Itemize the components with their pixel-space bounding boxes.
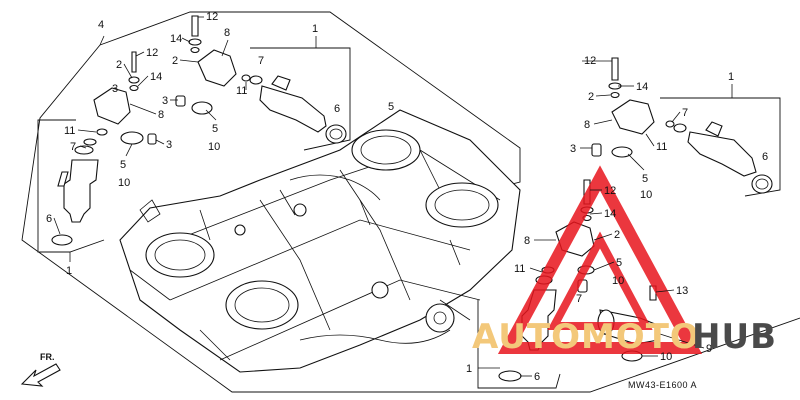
watermark-text-automoto: AUTOMOTO xyxy=(472,317,700,357)
label-11-bottom: 11 xyxy=(514,263,525,275)
label-14-top: 14 xyxy=(170,33,182,45)
diagram-code: MW43-E1600 A xyxy=(628,380,697,390)
label-13: 13 xyxy=(676,285,688,297)
label-2-left: 2 xyxy=(116,59,122,71)
label-7-top: 7 xyxy=(258,55,264,67)
leader-lines xyxy=(53,16,705,377)
label-7-bottom: 7 xyxy=(576,293,582,305)
label-3-left: 3 xyxy=(166,139,172,151)
injector-frame-top xyxy=(250,47,351,151)
label-8-right: 8 xyxy=(584,119,590,131)
label-6-right: 6 xyxy=(762,151,768,163)
front-arrow-icon xyxy=(20,363,61,387)
front-marker: FR. xyxy=(20,352,61,387)
label-6-left: 6 xyxy=(46,213,52,225)
label-2-right: 2 xyxy=(588,91,594,103)
injector-top xyxy=(175,15,347,144)
label-10-bottom: 10 xyxy=(612,275,624,287)
label-12-top: 12 xyxy=(206,11,218,23)
throttle-body-assembly xyxy=(119,109,521,373)
label-12-bottom: 12 xyxy=(604,185,616,197)
label-2-bottom: 2 xyxy=(614,229,620,241)
injector-left xyxy=(51,51,157,246)
front-marker-label: FR. xyxy=(40,352,55,362)
label-12-left: 12 xyxy=(146,47,158,59)
label-10-reg: 10 xyxy=(660,351,672,363)
label-3-top: 3 xyxy=(162,95,168,107)
label-10-left: 10 xyxy=(118,177,130,189)
label-14-bottom: 14 xyxy=(604,208,616,220)
label-1-bottom: 1 xyxy=(466,363,472,375)
injector-frame-left xyxy=(37,119,105,253)
label-1-right: 1 xyxy=(728,71,734,83)
label-5-bottom: 5 xyxy=(616,257,622,269)
injector-right xyxy=(591,57,773,194)
injector-frame-bottom xyxy=(477,300,561,389)
assembly-frame xyxy=(21,44,800,393)
callout-labels: 4 12 14 2 8 1 7 11 6 3 5 10 12 2 14 3 8 … xyxy=(46,11,768,383)
label-7-right: 7 xyxy=(682,107,688,119)
label-8-top: 8 xyxy=(224,27,230,39)
label-3-right: 3 xyxy=(570,143,576,155)
label-5-right: 5 xyxy=(642,173,648,185)
label-3-leftb: 3 xyxy=(112,83,118,95)
label-1-top: 1 xyxy=(312,23,318,35)
label-7-left: 7 xyxy=(70,141,76,153)
label-10-right: 10 xyxy=(640,189,652,201)
label-6-top: 6 xyxy=(334,103,340,115)
leader-4 xyxy=(99,35,105,46)
label-11-right: 11 xyxy=(656,141,667,153)
label-8-bottom: 8 xyxy=(524,235,530,247)
label-6-bottom: 6 xyxy=(534,371,540,383)
label-11-left: 11 xyxy=(64,125,75,137)
label-5-main: 5 xyxy=(388,101,394,113)
label-8-left: 8 xyxy=(158,109,164,121)
label-14-left: 14 xyxy=(150,71,162,83)
watermark-logo xyxy=(497,165,703,354)
label-1-left: 1 xyxy=(66,265,72,277)
label-4: 4 xyxy=(98,19,104,31)
label-10-top: 10 xyxy=(208,141,220,153)
label-5-left: 5 xyxy=(120,159,126,171)
watermark-text-hub: HUB xyxy=(692,317,777,357)
label-11-top: 11 xyxy=(236,85,247,97)
label-5-top: 5 xyxy=(212,123,218,135)
label-14-right: 14 xyxy=(636,81,648,93)
label-9: 9 xyxy=(706,343,712,355)
label-2-top: 2 xyxy=(172,55,178,67)
